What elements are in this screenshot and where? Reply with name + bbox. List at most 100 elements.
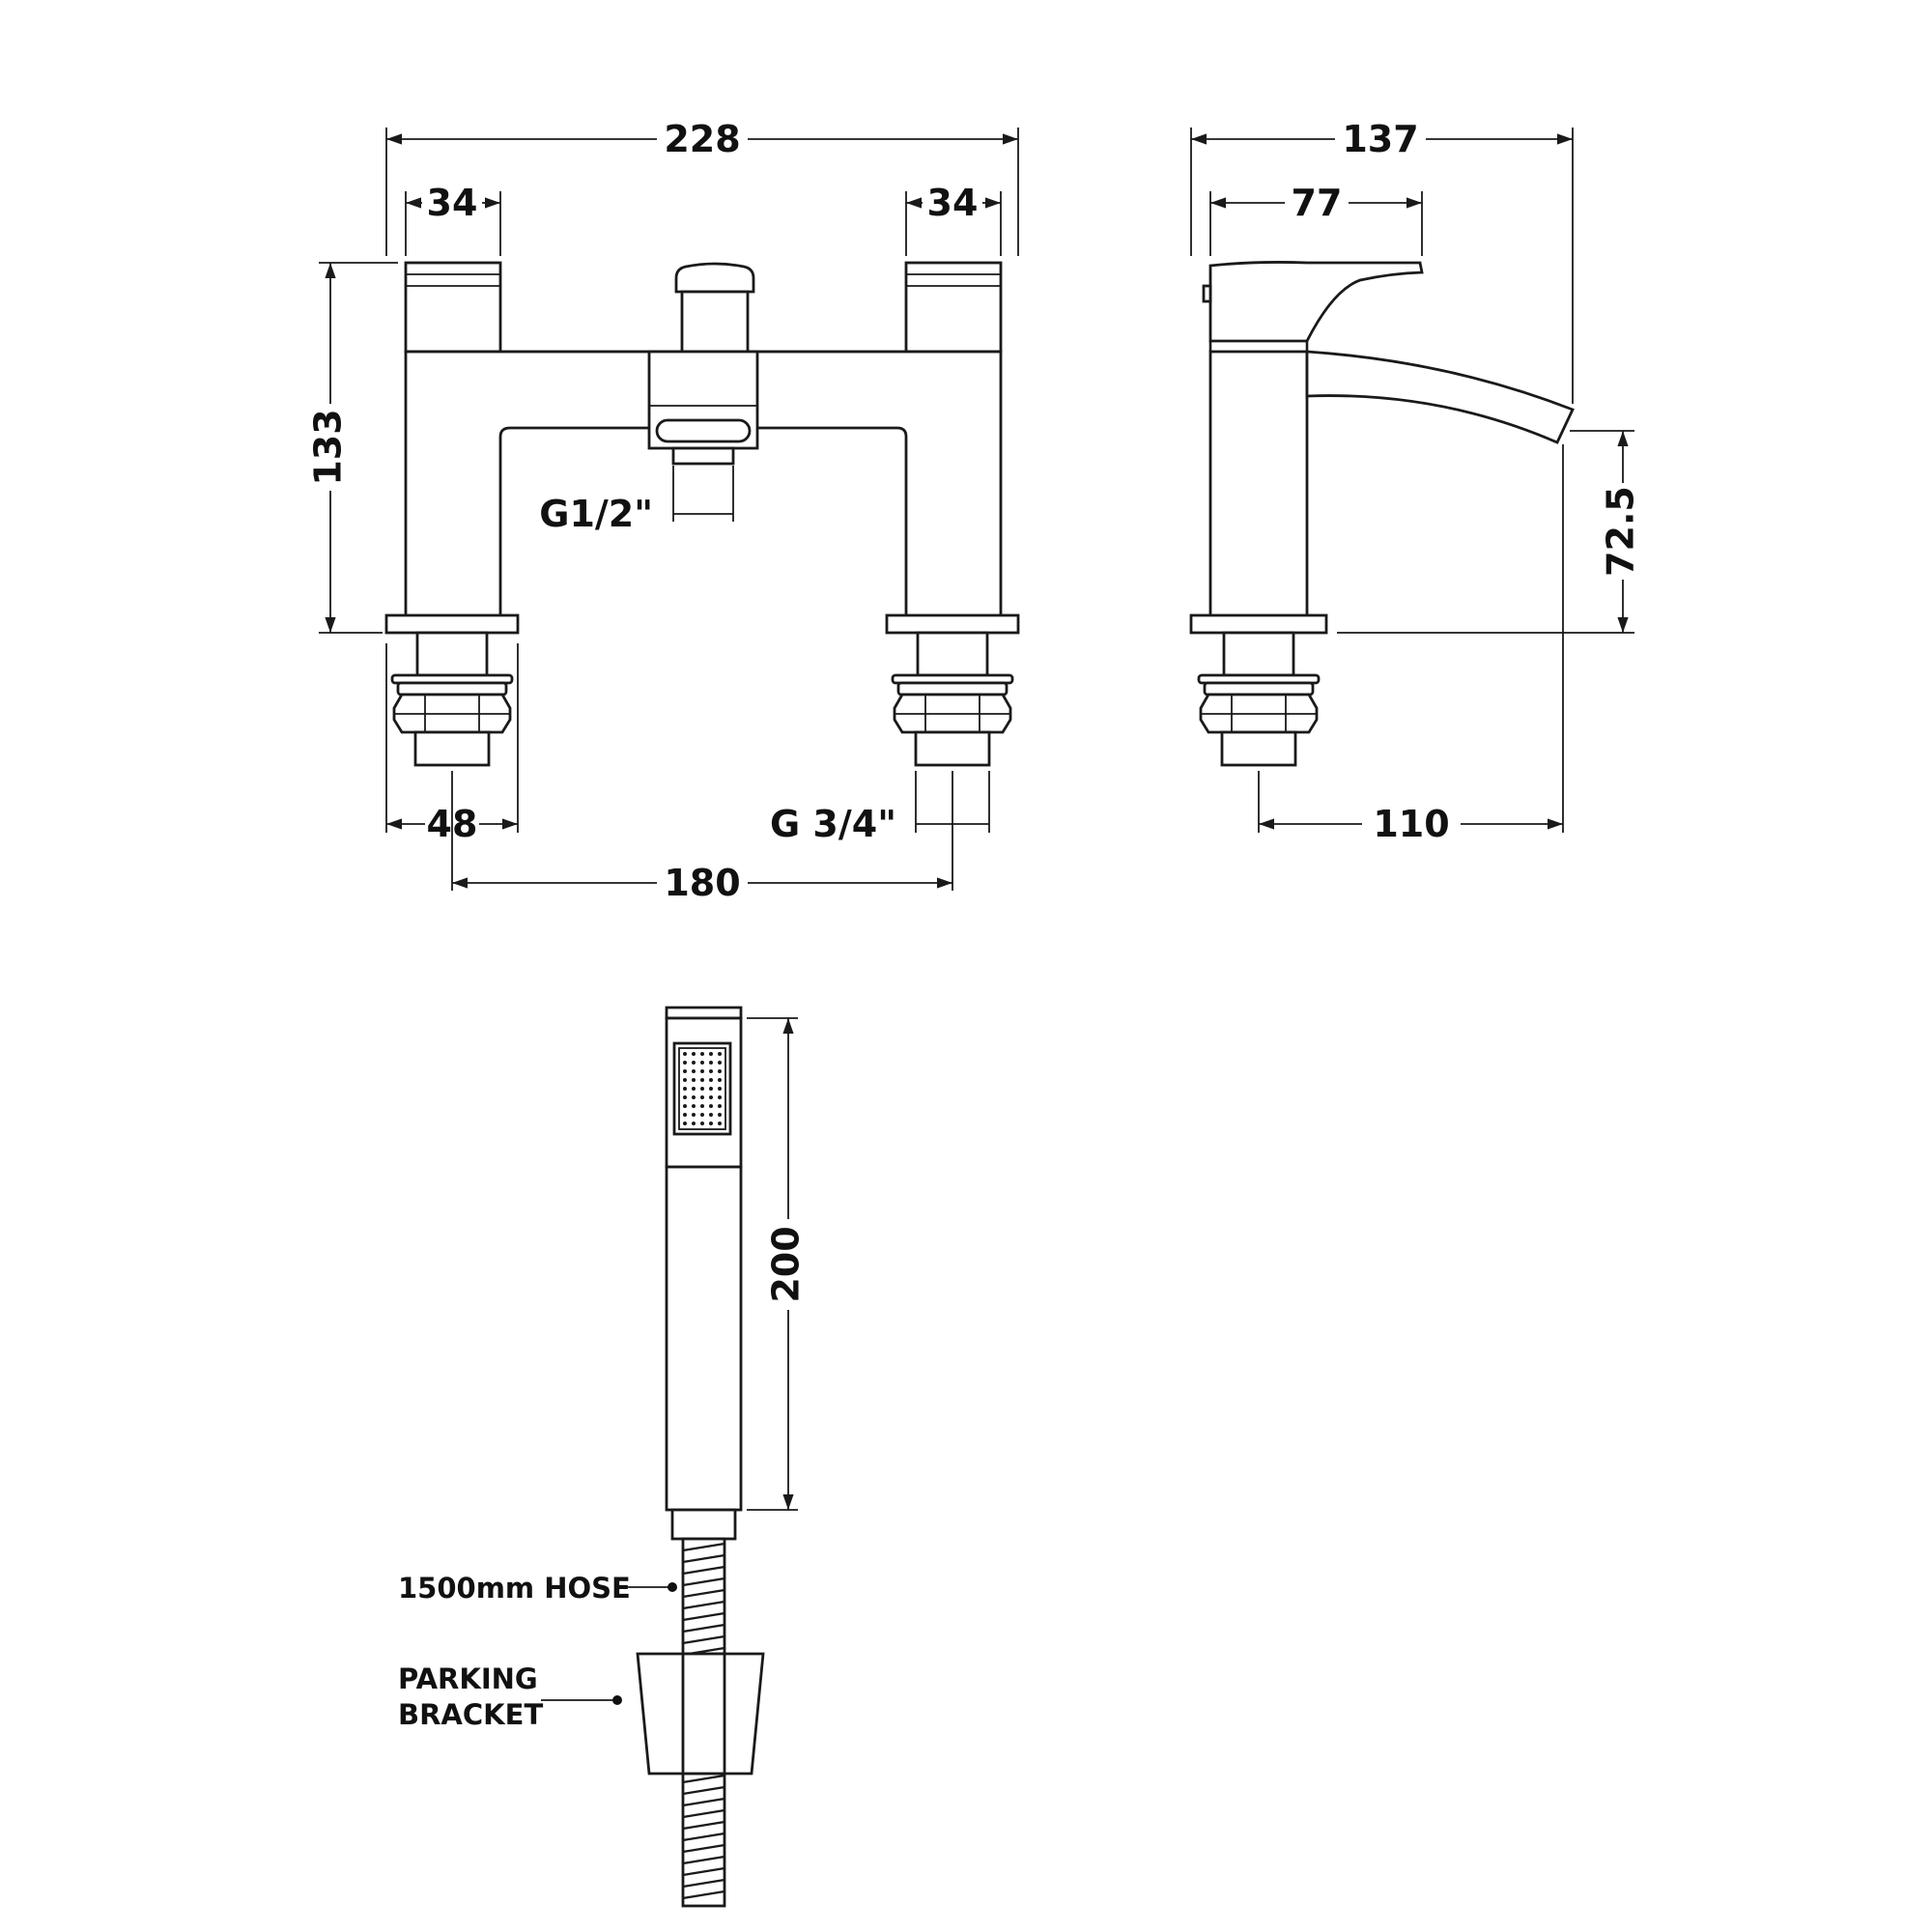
bracket-label-line2: BRACKET bbox=[398, 1698, 543, 1731]
hose-label: 1500mm HOSE bbox=[398, 1572, 631, 1605]
spray-hole bbox=[718, 1095, 722, 1099]
dimension-side-spout-height: 72.5 bbox=[1337, 430, 1642, 634]
spray-hole bbox=[700, 1061, 704, 1065]
dim-centres-text: 180 bbox=[664, 862, 740, 904]
hose-outlet bbox=[671, 446, 735, 466]
spray-hole bbox=[683, 1113, 687, 1117]
left-fixing bbox=[384, 613, 520, 767]
handset-connector bbox=[670, 1508, 737, 1541]
spray-hole bbox=[692, 1061, 696, 1065]
dimension-outlet-thread: G1/2" bbox=[539, 466, 734, 535]
hose-coil bbox=[682, 1820, 725, 1831]
hose-coil bbox=[682, 1843, 725, 1854]
spray-hole bbox=[700, 1095, 704, 1099]
spray-hole bbox=[683, 1061, 687, 1065]
spray-hole bbox=[700, 1113, 704, 1117]
spray-holes bbox=[683, 1052, 722, 1125]
dimension-centres: 180 bbox=[451, 771, 953, 904]
hose-coil bbox=[682, 1623, 725, 1634]
spray-hole bbox=[692, 1087, 696, 1091]
hose-coil bbox=[682, 1565, 725, 1576]
right-handle bbox=[904, 261, 1003, 354]
hose-coil bbox=[682, 1611, 725, 1622]
side-spout bbox=[1305, 350, 1575, 444]
spray-hole bbox=[709, 1052, 713, 1056]
spray-hole bbox=[709, 1069, 713, 1073]
dim-side-spout-height-text: 72.5 bbox=[1600, 486, 1642, 577]
hose-coil bbox=[682, 1797, 725, 1807]
spray-hole bbox=[692, 1122, 696, 1125]
spray-hole bbox=[718, 1104, 722, 1108]
spray-hole bbox=[683, 1104, 687, 1108]
dim-handle-right-text: 34 bbox=[927, 182, 979, 224]
hose-coil bbox=[682, 1878, 725, 1889]
side-handle-button bbox=[1202, 284, 1212, 303]
spray-hole bbox=[683, 1078, 687, 1082]
hose-coil bbox=[682, 1600, 725, 1610]
diverter-stem bbox=[680, 290, 750, 355]
spray-hole bbox=[709, 1087, 713, 1091]
bracket-callout: PARKING BRACKET bbox=[398, 1662, 622, 1731]
hose-coil bbox=[682, 1588, 725, 1599]
spray-hole bbox=[700, 1087, 704, 1091]
dim-front-width-text: 228 bbox=[664, 118, 740, 160]
hose-coil bbox=[682, 1785, 725, 1796]
hose-coil bbox=[682, 1808, 725, 1819]
side-body bbox=[1208, 350, 1309, 620]
spray-hole bbox=[718, 1069, 722, 1073]
spray-hole bbox=[692, 1095, 696, 1099]
spray-hole bbox=[718, 1061, 722, 1065]
dim-side-reach-text: 110 bbox=[1373, 803, 1449, 845]
spray-hole bbox=[709, 1061, 713, 1065]
dimension-front-height: 133 bbox=[307, 262, 398, 634]
hose-coil bbox=[682, 1774, 725, 1784]
spray-hole bbox=[692, 1104, 696, 1108]
front-view: 228 34 34 133 bbox=[307, 118, 1020, 904]
dim-front-height-text: 133 bbox=[307, 409, 350, 485]
dimension-handset-length: 200 bbox=[747, 1017, 808, 1511]
dim-side-depth-text: 137 bbox=[1342, 118, 1418, 160]
spray-hole bbox=[700, 1052, 704, 1056]
spray-hole bbox=[709, 1113, 713, 1117]
spray-hole bbox=[683, 1095, 687, 1099]
spray-hole bbox=[700, 1069, 704, 1073]
left-handle bbox=[404, 261, 502, 354]
dimension-inlet-thread: G 3/4" bbox=[770, 771, 990, 845]
spray-hole bbox=[709, 1078, 713, 1082]
spray-hole bbox=[718, 1122, 722, 1125]
spray-hole bbox=[700, 1104, 704, 1108]
spray-hole bbox=[718, 1052, 722, 1056]
spray-hole bbox=[692, 1069, 696, 1073]
spray-hole bbox=[683, 1087, 687, 1091]
hose-coil bbox=[682, 1542, 725, 1552]
spray-hole bbox=[709, 1104, 713, 1108]
spray-hole bbox=[709, 1122, 713, 1125]
spray-hole bbox=[700, 1122, 704, 1125]
hose-callout: 1500mm HOSE bbox=[398, 1572, 677, 1605]
hose-coil bbox=[682, 1866, 725, 1877]
spray-hole bbox=[700, 1078, 704, 1082]
dimension-side-reach: 110 bbox=[1258, 444, 1564, 845]
dimension-side-depth: 137 bbox=[1190, 118, 1574, 404]
dimension-front-width: 228 bbox=[385, 118, 1019, 256]
spray-hole bbox=[692, 1113, 696, 1117]
spray-hole bbox=[692, 1078, 696, 1082]
hose-coil bbox=[682, 1577, 725, 1587]
dimension-handle-right: 34 bbox=[905, 182, 1002, 256]
dim-inlet-thread-text: G 3/4" bbox=[770, 803, 896, 845]
spray-hole bbox=[718, 1078, 722, 1082]
side-view: 137 77 72.5 110 bbox=[1189, 118, 1642, 845]
right-fixing bbox=[885, 613, 1020, 767]
bridge-body bbox=[404, 350, 1003, 620]
spray-hole bbox=[683, 1122, 687, 1125]
dim-handset-length-text: 200 bbox=[765, 1226, 808, 1302]
hose-coil bbox=[682, 1553, 725, 1564]
dimension-side-spout-top: 77 bbox=[1209, 182, 1423, 256]
spray-hole bbox=[718, 1087, 722, 1091]
hose-coil bbox=[682, 1889, 725, 1900]
diverter-slot bbox=[655, 418, 752, 443]
dimension-handle-left: 34 bbox=[405, 182, 501, 256]
spray-hole bbox=[718, 1113, 722, 1117]
dim-side-spout-top-text: 77 bbox=[1292, 182, 1343, 224]
dim-handle-left-text: 34 bbox=[427, 182, 478, 224]
